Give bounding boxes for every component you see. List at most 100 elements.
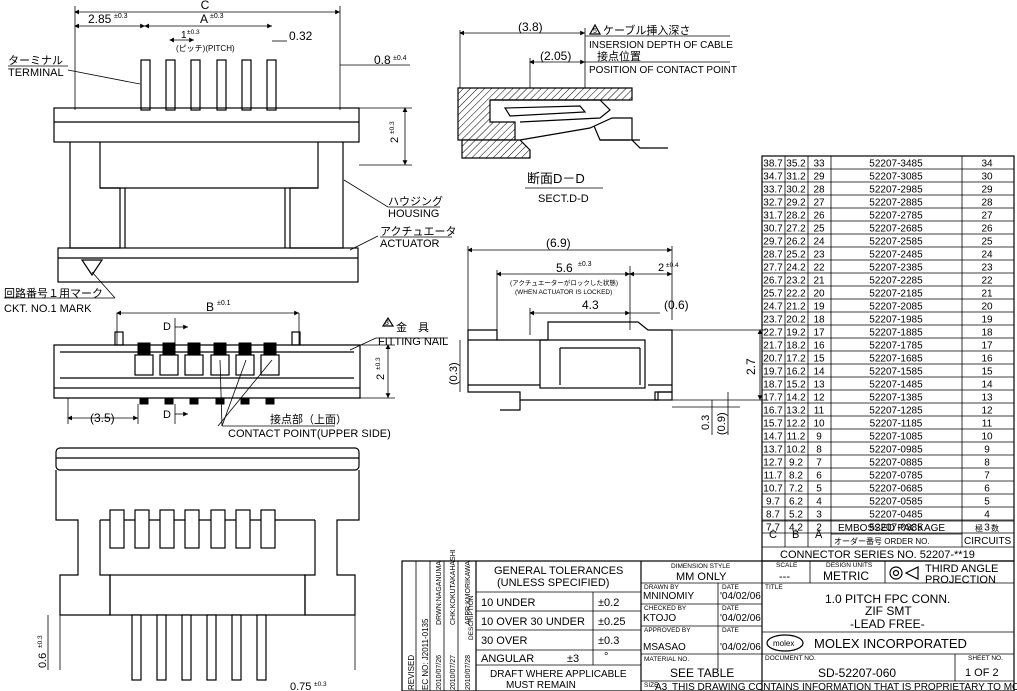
table-cell: 19 [813, 302, 825, 313]
dim-h03: (0.3) [448, 362, 460, 385]
dim-h09: (0.9) [716, 412, 728, 435]
table-cell: 52207-2585 [869, 237, 923, 248]
table-cell: 27.2 [786, 224, 806, 235]
table-cell: 9.2 [789, 458, 803, 469]
approved-date: '04/02/06 [720, 642, 761, 653]
table-cell: 15 [813, 354, 825, 365]
dim-w69: (6.9) [546, 236, 571, 250]
angular-val: ±3 [567, 653, 579, 665]
table-cell: 28 [981, 198, 993, 209]
table-cell: 52207-1185 [870, 419, 923, 430]
tol-row-2: 10 OVER 30 UNDER [481, 616, 585, 628]
table-cell: 52207-1885 [869, 328, 923, 339]
sheet-h: SHEET NO. [968, 655, 1003, 662]
table-cell: 16 [981, 354, 993, 365]
table-cell: 52207-2685 [869, 224, 923, 235]
front-view: B ±0.1 D [53, 300, 448, 440]
table-cell: 13.2 [786, 406, 806, 417]
label-terminal-jp: ターミナル [8, 54, 63, 67]
table-cell: 52207-3485 [869, 159, 923, 170]
table-cell: 27.7 [763, 263, 783, 274]
dim-b-tol: ±0.1 [217, 300, 231, 307]
table-cell: 52207-1085 [869, 432, 923, 443]
table-cell: 52207-0685 [869, 484, 923, 495]
tol-row-1: 10 UNDER [481, 597, 535, 609]
units: METRIC [823, 569, 869, 583]
table-cell: 24.7 [763, 302, 783, 313]
drawn-date-h: DATE [722, 584, 740, 591]
table-cell: 11.2 [787, 432, 806, 443]
label-contact-en: CONTACT POINT(UPPER SIDE) [228, 428, 391, 440]
hdr-a: A [815, 529, 823, 541]
proprietary: THIS DRAWING CONTAINS INFORMATION THAT I… [672, 682, 1017, 691]
hdr-circ: CIRCUITS [964, 536, 1012, 547]
label-fitting-en: FITTING NAIL [378, 336, 448, 348]
table-cell: 21 [981, 289, 993, 300]
table-cell: 4 [984, 510, 990, 521]
label-sect-jp: 断面D－D [527, 171, 585, 186]
dim-w56-tol: ±0.3 [578, 261, 592, 268]
table-cell: 24 [981, 250, 993, 261]
dim-w2b: 2 [658, 262, 664, 274]
table-cell: 14.2 [786, 393, 806, 404]
table-cell: 29.2 [786, 198, 806, 209]
dim-pitch: (ピッチ)(PITCH) [176, 44, 235, 53]
table-cell: 31.2 [786, 172, 806, 183]
label-fitting-jp: 金 具 [396, 320, 429, 334]
table-cell: 16.7 [763, 406, 783, 417]
dim-h2b-tol: ±0.3 [375, 357, 382, 370]
table-cell: 15.2 [786, 380, 806, 391]
dim-b: B [206, 300, 214, 314]
top-view: C 2.85 ±0.3 A ±0.3 1 ±0.3 (ピッチ)(PITCH) 0… [4, 0, 456, 315]
table-cell: 17 [813, 328, 825, 339]
table-cell: 23 [813, 250, 825, 261]
table-cell: 5 [816, 484, 822, 495]
fitting-num: 3 [385, 320, 389, 327]
table-cell: 24.2 [786, 263, 806, 274]
table-cell: 26 [981, 224, 993, 235]
table-cell: 52207-0485 [869, 510, 923, 521]
hdr-circ-jp: 極 数 [975, 523, 999, 533]
rev-date1: 2010/07/26 [436, 655, 443, 690]
label-contact-jp: 接点部（上面） [270, 412, 347, 426]
table-cell: 5.2 [789, 510, 803, 521]
drawn-by: MNINOMIY [643, 591, 694, 602]
label-housing-jp: ハウジング [388, 194, 443, 208]
table-cell: 10 [981, 432, 993, 443]
table-cell: 14 [813, 367, 825, 378]
rev-ec: EC NO: J2011-0135 [421, 618, 430, 690]
title-block: REVISED EC NO: J2011-0135 DRWN:NAGANUMA … [401, 549, 1017, 691]
table-cell: 25 [813, 224, 825, 235]
table-cell: 16.2 [786, 367, 806, 378]
hdr-pkg: EMBOSSED PACKAGE [838, 523, 945, 534]
table-cell: 34.7 [763, 172, 783, 183]
table-cell: 21 [813, 276, 825, 287]
table-cell: 52207-0385 [869, 523, 923, 534]
table-cell: 2 [816, 523, 822, 534]
label-pos-en: POSITION OF CONTACT POINT [589, 65, 737, 76]
table-cell: 5 [984, 497, 990, 508]
table-cell: 52207-2485 [869, 250, 923, 261]
table-cell: 12 [813, 393, 825, 404]
dim-d: D [163, 321, 171, 333]
third2: PROJECTION [925, 574, 996, 586]
table-cell: 12.2 [786, 419, 806, 430]
table-cell: 52207-1485 [869, 380, 923, 391]
table-cell: 52207-0585 [869, 497, 923, 508]
rev-desc: DESCRIPTION [468, 595, 475, 640]
table-cell: 13 [813, 380, 825, 391]
table-cell: 4.2 [789, 523, 803, 534]
approved-by: MSASAO [643, 642, 686, 653]
table-cell: 10 [813, 419, 825, 430]
table-cell: 52207-3085 [869, 172, 923, 183]
dim-w075: 0.75 [290, 681, 311, 691]
table-cell: 28.2 [786, 211, 806, 222]
doc-no: SD-52207-060 [818, 666, 896, 680]
dim-style: MM ONLY [676, 571, 727, 583]
table-cell: 17 [981, 341, 993, 352]
table-cell: 22 [981, 276, 993, 287]
table-cell: 21.7 [763, 341, 783, 352]
table-cell: 8.7 [766, 510, 780, 521]
label-insert-en: INSERSION DEPTH OF CABLE [589, 40, 733, 51]
